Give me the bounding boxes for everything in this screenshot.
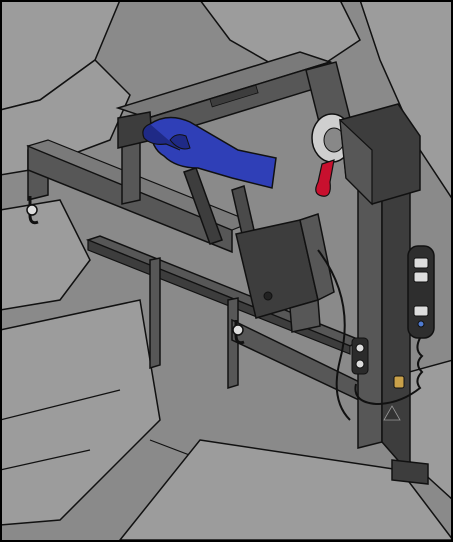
mast-side [381,173,411,476]
mast-buttons [351,337,369,375]
pendant-button-3 [413,305,429,317]
boom-arm [115,51,333,205]
mast-button-up [355,343,365,353]
rear-floor [118,439,453,541]
warning-triangle [383,405,401,421]
remote-pendant [354,245,435,406]
support-leg-left [149,257,161,370]
mast-front [357,173,383,449]
bracket-clamp [289,299,321,333]
brass-fitting [393,375,405,389]
floor-left [0,199,91,311]
support-leg-middle [227,297,239,390]
mast-button-down [355,359,365,369]
bracket-bolt [263,291,273,301]
door-panel-right [359,0,453,202]
red-release-handle [315,159,335,197]
motor-housing [305,61,421,206]
floor-plane [0,299,161,526]
pendant-coil-cord [354,337,424,406]
gloved-hand-icon [142,116,277,189]
mast-button-panel [351,337,369,375]
seat-bracket-side [299,213,335,302]
hook-mid-eye [232,324,244,336]
hook-left-eye [26,204,38,216]
glove-thumb [169,134,191,150]
boom-label-plate [209,84,259,108]
motor-box-face [339,118,373,206]
cable-loop [317,249,351,421]
mast-base [391,459,429,485]
pendant-button-1 [413,257,429,269]
actuator-assembly [183,167,351,421]
actuator-cylinder [183,167,223,245]
pendant-button-2 [413,271,429,283]
pendant-led [417,320,425,328]
glove-fingers [142,123,181,151]
